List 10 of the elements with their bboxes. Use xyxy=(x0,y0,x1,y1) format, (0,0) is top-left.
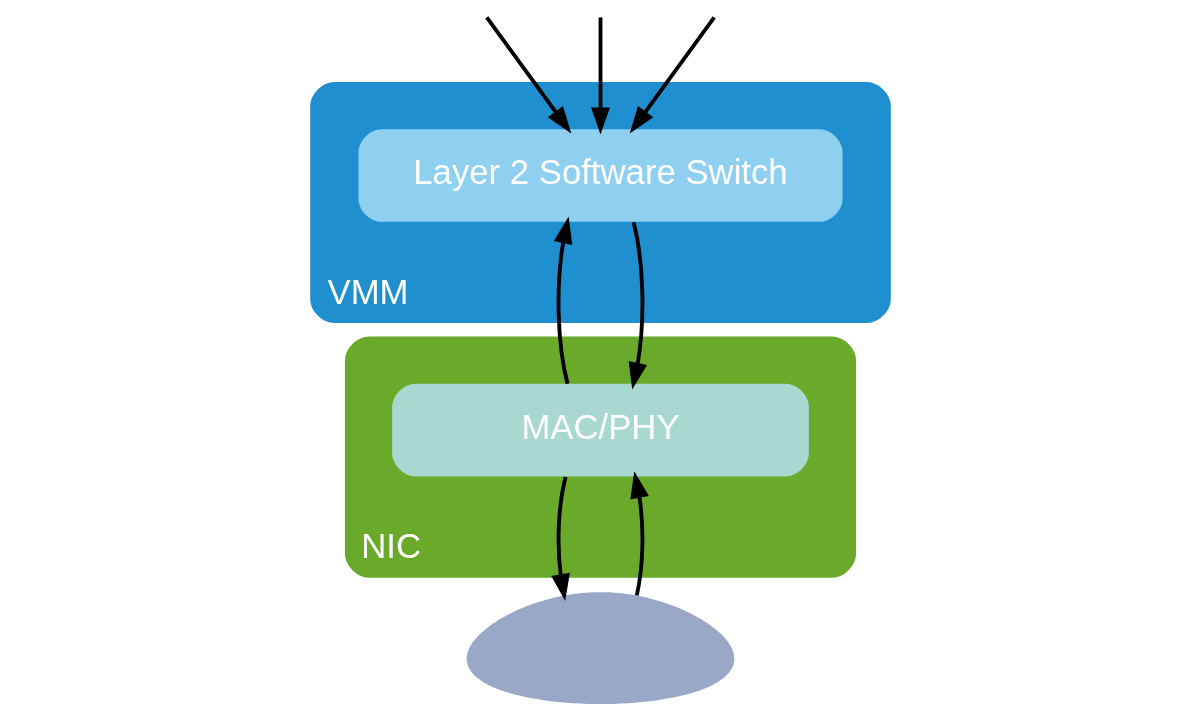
node-cloud xyxy=(466,592,734,705)
arrow xyxy=(628,221,647,390)
arrow xyxy=(553,216,572,385)
arrow xyxy=(629,471,649,596)
node-box: Layer 2 Software Switch xyxy=(357,129,843,222)
arrow xyxy=(550,476,570,602)
arrow xyxy=(629,16,716,134)
arrow xyxy=(484,16,571,134)
arrow xyxy=(590,17,610,135)
node-box: MAC/PHY xyxy=(391,383,809,477)
